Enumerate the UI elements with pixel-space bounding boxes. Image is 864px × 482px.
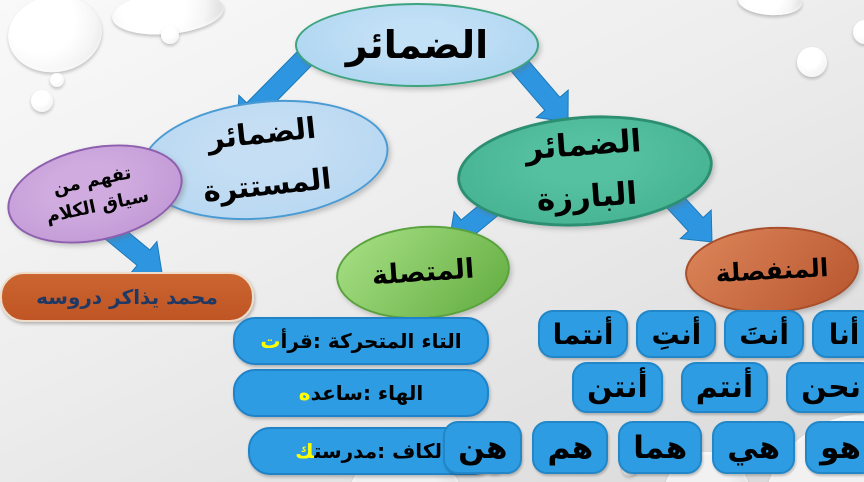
droplet-decoration	[797, 47, 827, 77]
node-pronouns-label: الضمائر	[345, 23, 489, 67]
pronoun-pill: هي	[712, 421, 796, 474]
example-highlight-letter: ت	[260, 329, 281, 353]
pronoun-pill: أنا	[812, 310, 864, 358]
droplet-decoration	[161, 26, 179, 44]
node-separate-pronouns: المنفصلة	[682, 222, 862, 318]
example-base-text: الكاف :مدرست‍	[313, 439, 449, 463]
droplet-decoration	[31, 90, 53, 112]
pronoun-pill: أنتِ	[636, 310, 717, 358]
pronoun-pill: هم	[532, 421, 609, 474]
droplet-decoration	[2, 0, 108, 79]
pronoun-pill: أنتم	[680, 362, 769, 413]
droplet-decoration	[853, 20, 864, 44]
example-base-text: الهاء :ساعد	[310, 381, 424, 405]
droplet-decoration	[50, 73, 64, 87]
node-apparent-pronouns: الضمائر البارزة	[453, 107, 717, 235]
node-apparent-line1: الضمائر	[523, 122, 643, 167]
pronoun-pill: هو	[805, 421, 864, 474]
separate-pronouns-row-2: نحن أنتم أنتن	[571, 362, 864, 413]
droplet-decoration	[737, 0, 803, 18]
node-separate-label: المنفصلة	[714, 252, 830, 288]
node-connected-pronouns: المتصلة	[332, 220, 514, 325]
node-connected-label: المتصلة	[370, 253, 476, 292]
pronoun-pill: هن	[443, 421, 523, 474]
example-highlight-letter: ‍ك	[295, 439, 314, 463]
hidden-example-pill: محمد يذاكر دروسه	[0, 272, 254, 322]
node-apparent-line2: البارزة	[535, 175, 639, 219]
hidden-example-text: محمد يذاكر دروسه	[36, 285, 218, 309]
pronoun-pill: أنتن	[571, 362, 663, 413]
pronoun-pill: أنتما	[537, 310, 629, 358]
pronoun-pill: نحن	[786, 362, 864, 413]
pronoun-pill: أنتَ	[724, 310, 804, 358]
example-highlight-letter: ه	[298, 381, 311, 405]
separate-pronouns-row-3: هو هي هما هم هن	[443, 421, 864, 474]
separate-pronouns-row-1: أنا أنتَ أنتِ أنتما	[537, 310, 864, 358]
node-pronouns: الضمائر	[295, 3, 539, 87]
example-base-text: التاء المتحركة :قرأ	[280, 329, 462, 353]
pronoun-pill: هما	[618, 421, 703, 474]
